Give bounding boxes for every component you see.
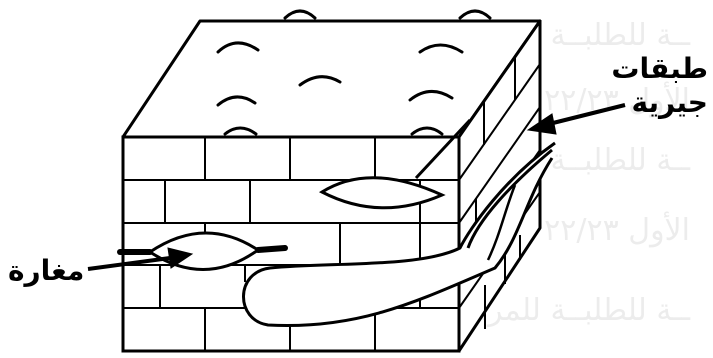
limestone-label-line-2: جيرية (631, 86, 708, 119)
cave-label: مغارة (8, 254, 84, 287)
limestone-label-line-1: طبقات (611, 52, 708, 85)
